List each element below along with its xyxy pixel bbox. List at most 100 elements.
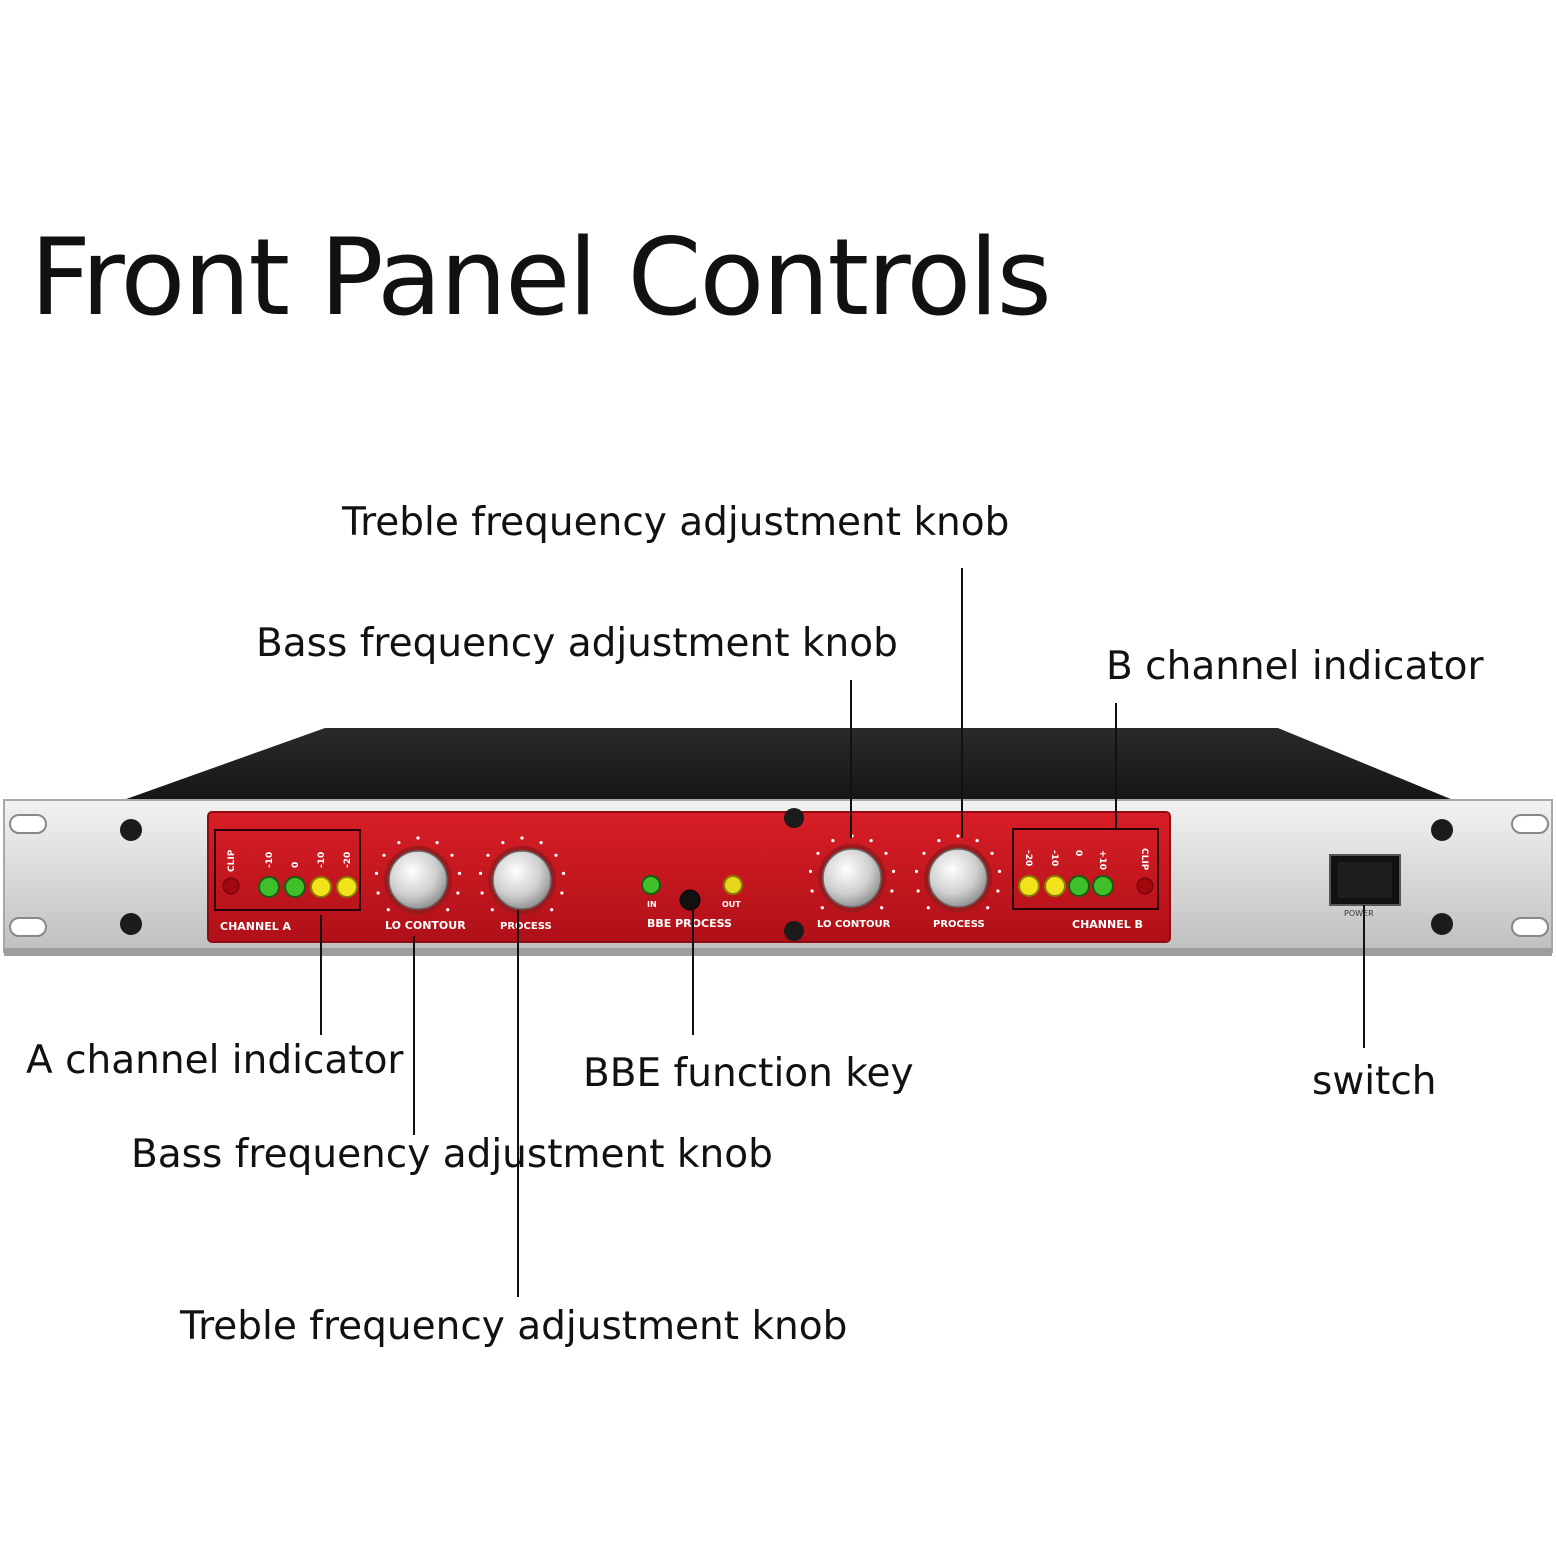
- lo-contour-label-a: LO CONTOUR: [385, 919, 466, 932]
- callout-treble-top: Treble frequency adjustment knob: [342, 500, 1010, 545]
- channel-b-label: CHANNEL B: [1072, 918, 1143, 931]
- led-green: [258, 876, 280, 898]
- knob-scale-dot: [450, 853, 454, 857]
- knob-scale-dot: [560, 891, 564, 895]
- knob-scale-dot: [554, 853, 558, 857]
- knob-scale-ticks: [374, 834, 1002, 912]
- led-yellow: [1044, 875, 1066, 897]
- rack-ear-slot: [1511, 917, 1549, 937]
- knob-scale-dot: [486, 853, 490, 857]
- led-green: [1068, 875, 1090, 897]
- screw-icon: [120, 819, 142, 841]
- meter-b-label: +10: [1097, 850, 1107, 870]
- knob-scale-dot: [922, 851, 926, 855]
- knob-scale-dot: [561, 871, 566, 876]
- page-title: Front Panel Controls: [30, 216, 1052, 339]
- callout-switch: switch: [1312, 1059, 1437, 1104]
- knob-scale-dot: [880, 906, 884, 910]
- clip-led-b: [1136, 877, 1154, 895]
- screw-icon: [1431, 913, 1453, 935]
- knob-scale-dot: [820, 906, 824, 910]
- device-top-cover: [118, 728, 1458, 802]
- knob-scale-dot: [539, 841, 543, 845]
- knob-scale-dot: [831, 839, 835, 843]
- led-yellow: [310, 876, 332, 898]
- rack-ear-slot: [9, 814, 47, 834]
- callout-bbe-key: BBE function key: [583, 1051, 914, 1096]
- lo-contour-knob-a[interactable]: [384, 846, 452, 914]
- knob-scale-dot: [480, 891, 484, 895]
- process-knob-b[interactable]: [924, 844, 992, 912]
- clip-led-a: [222, 877, 240, 895]
- clip-label-a: CLIP: [227, 849, 237, 872]
- knob-scale-dot: [808, 869, 813, 874]
- knob-scale-dot: [890, 889, 894, 893]
- bbe-out-label: OUT: [722, 900, 741, 909]
- led-green: [284, 876, 306, 898]
- screw-icon: [784, 808, 804, 828]
- callout-bass-bottom: Bass frequency adjustment knob: [131, 1132, 773, 1177]
- callout-treble-bottom: Treble frequency adjustment knob: [180, 1304, 848, 1349]
- knob-scale-dot: [997, 869, 1002, 874]
- power-label: POWER: [1344, 909, 1374, 918]
- meter-a-label: -10: [317, 852, 327, 868]
- rack-ear-slot: [9, 917, 47, 937]
- channel-b-indicator-box: [1012, 828, 1159, 910]
- knob-scale-dot: [386, 908, 390, 912]
- led-yellow: [336, 876, 358, 898]
- meter-b-label: -20: [1023, 850, 1033, 866]
- knob-scale-dot: [501, 841, 505, 845]
- knob-scale-dot: [382, 853, 386, 857]
- lo-contour-label-b: LO CONTOUR: [817, 919, 891, 930]
- knob-scale-dot: [869, 839, 873, 843]
- knob-scale-dot: [416, 836, 420, 840]
- knob-scale-dot: [446, 908, 450, 912]
- knob-scale-dot: [456, 891, 460, 895]
- rack-ear-slot: [1511, 814, 1549, 834]
- process-knob-a[interactable]: [488, 846, 556, 914]
- knob-scale-dot: [435, 841, 439, 845]
- knob-scale-dot: [986, 906, 990, 910]
- callout-a-channel: A channel indicator: [26, 1038, 404, 1083]
- knob-scale-dot: [975, 839, 979, 843]
- knob-scale-dot: [990, 851, 994, 855]
- meter-a-label: -10: [265, 852, 275, 868]
- knob-scale-dot: [478, 871, 483, 876]
- callout-b-channel: B channel indicator: [1106, 644, 1484, 689]
- knob-scale-dot: [916, 889, 920, 893]
- clip-label-b: CLIP: [1139, 848, 1149, 871]
- knob-scale-dot: [914, 869, 919, 874]
- knob-scale-dot: [490, 908, 494, 912]
- led-yellow: [1018, 875, 1040, 897]
- process-label-a: PROCESS: [500, 921, 552, 932]
- knob-scale-dot: [520, 836, 524, 840]
- knob-scale-dot: [956, 834, 960, 838]
- callout-leader-lines: [320, 568, 1365, 1297]
- knob-scale-dot: [810, 889, 814, 893]
- knob-scale-dot: [397, 841, 401, 845]
- knob-scale-dot: [996, 889, 1000, 893]
- channel-a-indicator-box: [214, 829, 361, 911]
- screw-icon: [1431, 819, 1453, 841]
- screw-icon: [120, 913, 142, 935]
- knob-scale-dot: [937, 839, 941, 843]
- bbe-in-led: [641, 875, 661, 895]
- meter-a-label: 0: [291, 862, 301, 868]
- channel-a-label: CHANNEL A: [220, 920, 292, 933]
- knob-scale-dot: [816, 851, 820, 855]
- knob-scale-dot: [374, 871, 379, 876]
- bbe-function-key[interactable]: [679, 889, 701, 911]
- lo-contour-knob-b[interactable]: [818, 844, 886, 912]
- screw-icon: [784, 921, 804, 941]
- knob-scale-dot: [457, 871, 462, 876]
- knob-scale-dot: [376, 891, 380, 895]
- knob-scale-dot: [926, 906, 930, 910]
- meter-a-label: -20: [343, 852, 353, 868]
- process-label-b: PROCESS: [933, 919, 985, 930]
- led-green: [1092, 875, 1114, 897]
- bbe-out-led: [723, 875, 743, 895]
- bbe-in-label: IN: [647, 900, 657, 909]
- knob-scale-dot: [891, 869, 896, 874]
- knob-scale-dot: [550, 908, 554, 912]
